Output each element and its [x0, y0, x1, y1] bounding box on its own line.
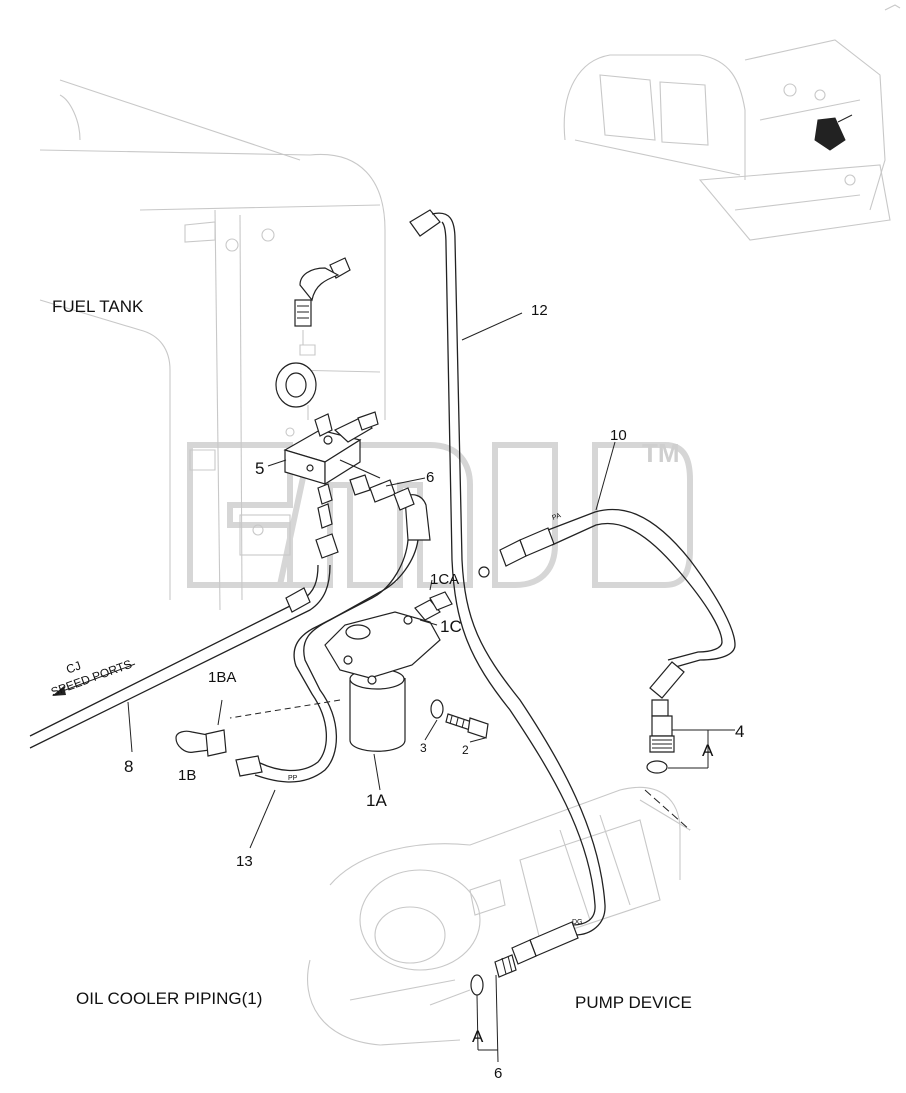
- filter-assembly: [324, 591, 489, 752]
- callout-a-right: A: [702, 741, 714, 760]
- pump-device-outline: [307, 786, 691, 1046]
- hose-mark-pp: PP: [288, 775, 298, 782]
- label-pump-device: PUMP DEVICE: [575, 993, 692, 1012]
- callout-2: 2: [462, 743, 469, 757]
- callout-8: 8: [124, 757, 133, 776]
- label-oil-cooler-piping: OIL COOLER PIPING(1): [76, 989, 262, 1008]
- hose-12: [409, 209, 606, 978]
- callout-1a: 1A: [366, 791, 387, 810]
- leader-lines: [52, 312, 735, 1063]
- callout-5: 5: [255, 459, 264, 478]
- callout-a-bottom: A: [472, 1027, 484, 1046]
- callout-1ba: 1BA: [208, 669, 236, 686]
- callout-3: 3: [420, 741, 427, 755]
- tank-fittings: [275, 257, 396, 529]
- fuel-tank-outline: [39, 79, 386, 611]
- callout-1b: 1B: [178, 767, 196, 784]
- label-speed-ports-text: SPEED PORTS: [49, 657, 134, 699]
- hose-10: [478, 508, 736, 774]
- callout-6-bottom: 6: [494, 1065, 502, 1082]
- watermark-tm: TM: [642, 438, 680, 468]
- callout-1c: 1C: [440, 617, 462, 636]
- callout-4: 4: [735, 722, 744, 741]
- hose-13: [175, 487, 431, 783]
- callout-13: 13: [236, 853, 253, 870]
- hose-mark-pa: PA: [551, 512, 562, 522]
- watermark: TM: [187, 438, 693, 588]
- callout-6-top: 6: [426, 469, 434, 486]
- hose-8: [29, 533, 339, 749]
- hose-mark-dg: DG: [572, 919, 583, 926]
- callout-12: 12: [531, 302, 548, 319]
- callout-10: 10: [610, 427, 627, 444]
- label-fuel-tank: FUEL TANK: [52, 297, 144, 316]
- label-cj: CJ: [64, 658, 83, 676]
- o-ring-bottom: [470, 974, 484, 996]
- callout-1ca: 1CA: [430, 571, 459, 588]
- excavator-thumbnail: [563, 4, 901, 241]
